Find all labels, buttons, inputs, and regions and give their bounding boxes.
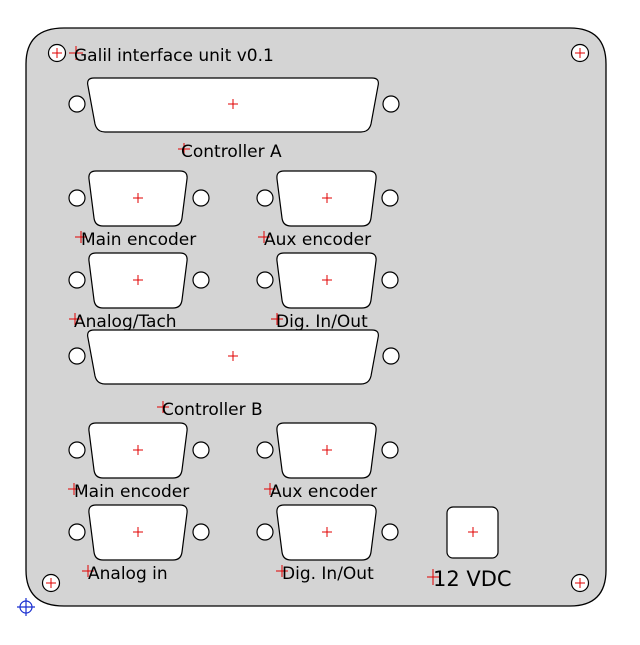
title-text: Galil interface unit v0.1 [74,46,274,66]
controller-a-aux-encoder-connector [256,170,399,227]
label-text: Aux encoder [270,482,377,502]
label-text: Aux encoder [264,230,371,250]
controller-a-main-encoder-label: Main encoder [75,230,196,250]
mounting-hole-top-right [570,43,590,63]
controller-a-text: Controller A [181,142,282,162]
controller-a-db37-connector [68,77,400,133]
controller-a-analog-tach-label: Analog/Tach [69,312,177,332]
controller-b-aux-encoder-label: Aux encoder [264,482,377,502]
controller-b-text: Controller B [162,400,263,420]
controller-b-analog-in-connector [68,504,210,561]
mounting-hole-bottom-left [41,573,61,593]
label-text: Dig. In/Out [276,312,368,332]
mounting-hole-top-left [47,43,67,63]
label-text: Main encoder [81,230,196,250]
controller-a-analog-tach-connector [68,252,210,309]
origin-marker-icon [17,598,35,616]
controller-a-aux-encoder-label: Aux encoder [258,230,371,250]
label-text: Main encoder [74,482,189,502]
controller-a-dig-io-connector [256,252,399,309]
controller-b-analog-in-label: Analog in [82,564,168,584]
controller-b-aux-encoder-connector [256,422,399,479]
mounting-hole-bottom-right [570,573,590,593]
controller-b-dig-io-label: Dig. In/Out [276,564,374,584]
label-text: Analog/Tach [74,312,177,332]
title-label: Galil interface unit v0.1 [69,46,274,66]
controller-b-label: Controller B [157,400,263,420]
controller-b-db37-connector [68,329,400,385]
controller-b-dig-io-connector [256,504,399,561]
controller-b-main-encoder-connector [68,422,210,479]
controller-a-main-encoder-connector [68,170,210,227]
power-jack [446,506,499,559]
power-label: 12 VDC [427,567,512,591]
power-label-text: 12 VDC [433,567,512,591]
label-text: Dig. In/Out [282,564,374,584]
controller-b-main-encoder-label: Main encoder [68,482,189,502]
controller-a-dig-io-label: Dig. In/Out [271,312,368,332]
label-text: Analog in [88,564,168,584]
controller-a-label: Controller A [178,142,282,162]
